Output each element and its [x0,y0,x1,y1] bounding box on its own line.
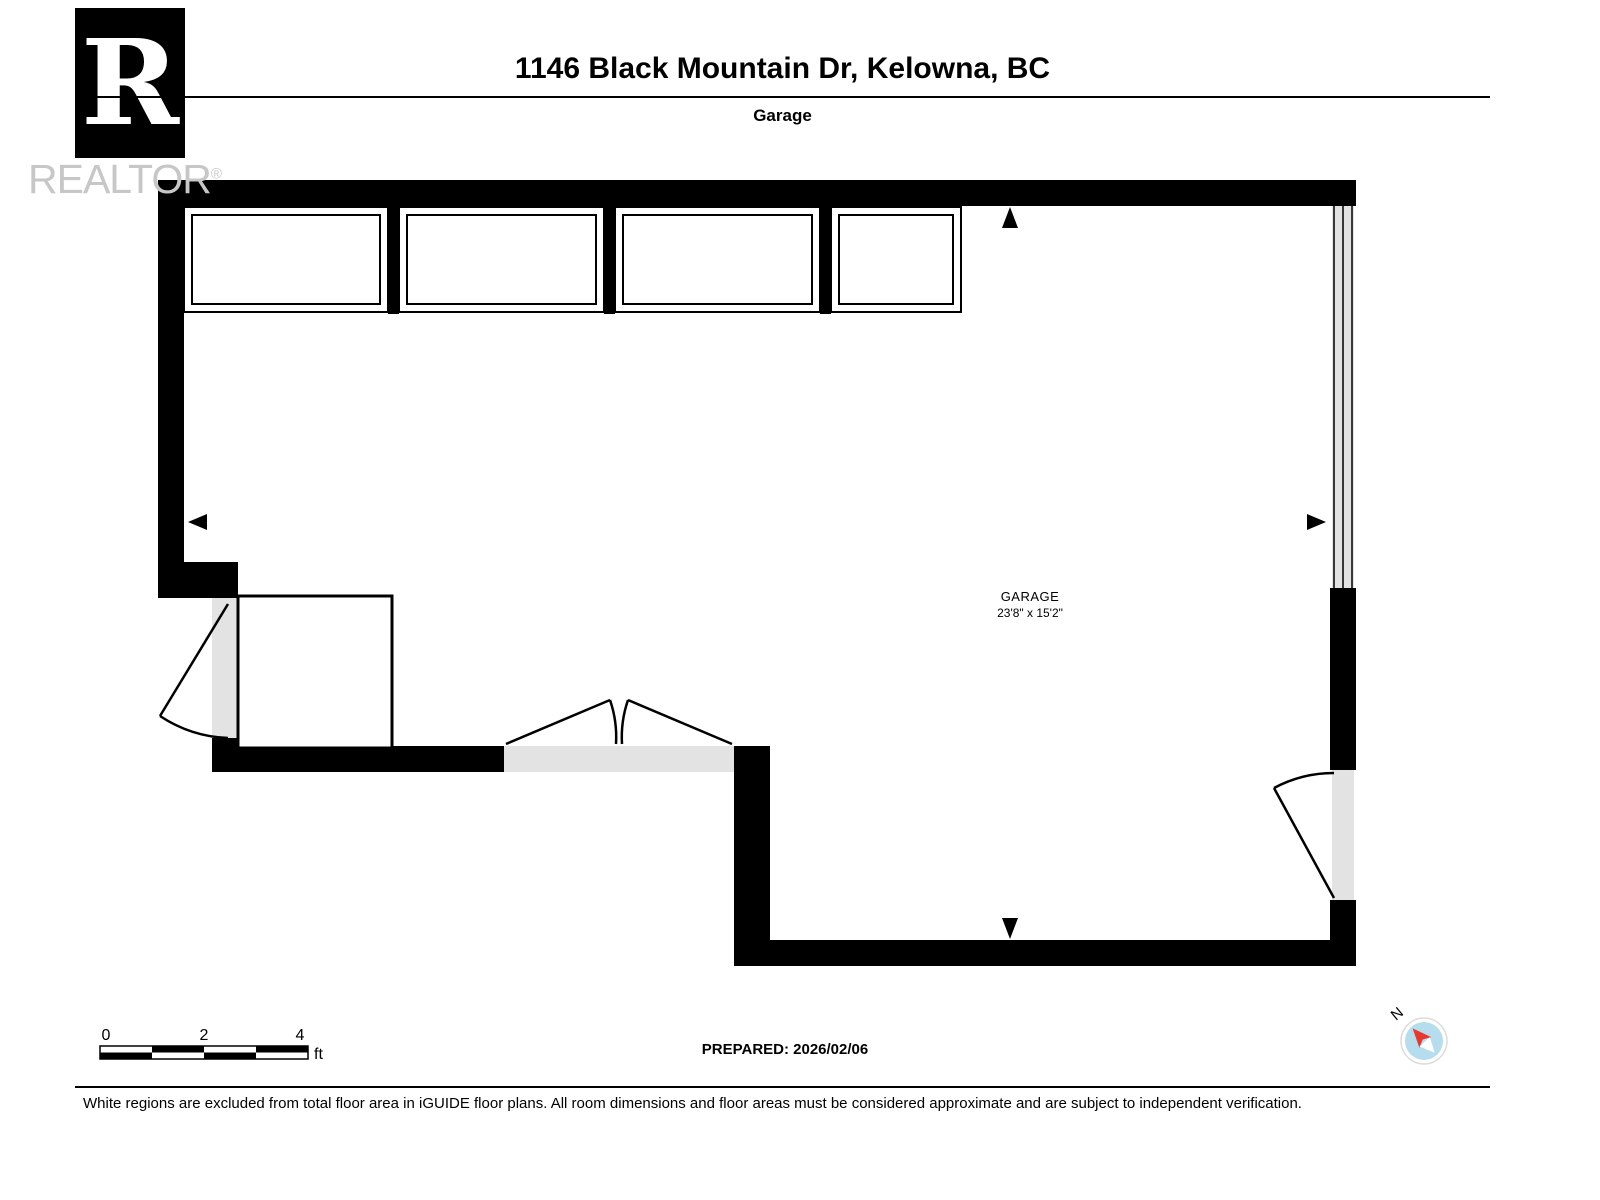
fixture-3-inner [622,214,813,305]
walls [158,180,1356,966]
scale-bar: 0 2 4 ft [99,1027,323,1063]
compass: N [1388,1004,1448,1065]
right-door-swing-arc [1273,771,1335,790]
fixture-1-inner [191,214,381,305]
compass-north-label: N [1388,1004,1407,1024]
right-wall-top [1330,180,1356,206]
double-door-right-leaf [627,698,733,746]
right-wall-mid [1330,588,1356,770]
arrow-left-icon [188,514,207,530]
double-door-left-leaf [505,698,611,746]
right-door-opening [1332,770,1354,900]
scale-bar-cells [100,1046,308,1059]
floor-name-label: Garage [753,106,812,125]
header-divider [75,96,1490,98]
room-label: GARAGE 23'8" x 15'2" [945,589,1115,620]
bottom-left-wall [212,746,504,772]
bottom-door-opening [504,746,734,772]
footer-divider [75,1086,1490,1088]
right-window [1333,206,1353,588]
double-door-left-arc [608,699,618,745]
disclaimer-text: White regions are excluded from total fl… [83,1095,1302,1112]
prepared-date: PREPARED: 2026/02/06 [701,1041,869,1058]
arrow-right-icon [1307,514,1326,530]
top-wall [158,180,1356,206]
arrow-up-icon [1002,207,1018,228]
double-door [505,698,733,746]
room-dimensions: 23'8" x 15'2" [997,606,1063,620]
scale-tick-4: 4 [296,1027,305,1044]
compass-needle-north [1412,1028,1432,1048]
scale-unit-label: ft [314,1046,323,1063]
fixture-2-inner [406,214,597,305]
direction-arrows [188,207,1326,939]
left-wall [158,180,184,576]
doors [158,603,1336,899]
left-wall-stub [158,562,238,598]
right-wall-bottom [1330,900,1356,966]
wall-openings [212,206,1354,900]
realtor-wordmark-text: REALTOR [28,156,212,202]
left-exterior-door [158,603,230,740]
entry-closet-outline [236,594,394,750]
fixture-posts [388,206,831,314]
fixture-4-inner [838,214,954,305]
right-exterior-door [1272,771,1336,899]
double-door-right-arc [620,699,630,745]
left-door-opening [212,598,238,738]
step-wall [734,746,770,966]
fixture-post-1 [388,206,399,314]
page-title: 1146 Black Mountain Dr, Kelowna, BC [514,52,1051,85]
arrow-down-icon [1002,918,1018,939]
compass-needle [1412,1028,1435,1053]
room-name: GARAGE [1000,589,1060,604]
scale-tick-0: 0 [102,1027,111,1044]
scale-tick-2: 2 [200,1027,209,1044]
compass-face [1405,1022,1443,1060]
bottom-right-wall [734,940,1356,966]
left-door-leaf [158,603,230,717]
right-door-leaf [1272,787,1336,899]
registered-trademark-symbol: ® [210,165,222,183]
fixture-post-3 [820,206,831,314]
built-in-fixtures [183,206,962,313]
realtor-logo-letter: R [80,13,180,152]
left-door-swing-arc [159,714,229,740]
realtor-wordmark: REALTOR® [28,156,222,203]
realtor-logo: R [75,8,185,158]
compass-needle-south [1419,1037,1435,1053]
fixture-post-2 [604,206,615,314]
